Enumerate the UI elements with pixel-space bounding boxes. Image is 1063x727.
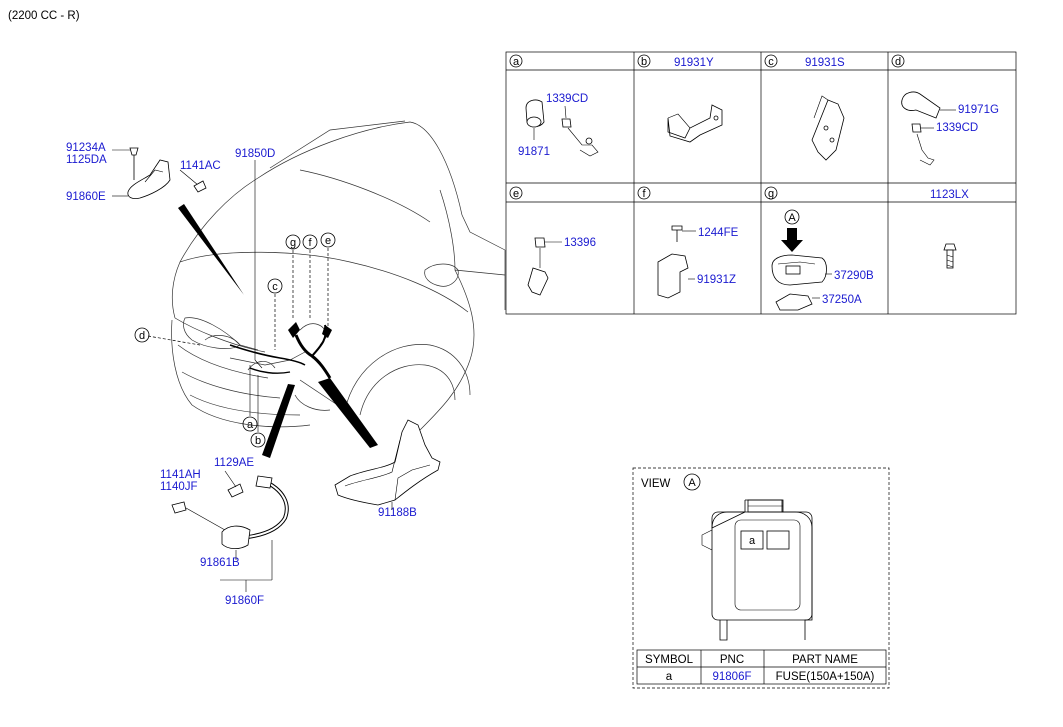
svg-text:91931Y: 91931Y — [674, 57, 714, 69]
svg-text:g: g — [768, 188, 774, 200]
cell-e-header: e — [509, 186, 523, 200]
svg-text:d: d — [895, 56, 901, 68]
label-91861B: 91861B — [200, 557, 240, 569]
fuse-box — [701, 499, 813, 641]
label-g-37290B: 37290B — [834, 270, 874, 282]
svg-text:c: c — [272, 281, 278, 293]
cell-b-header: b 91931Y — [637, 54, 714, 69]
table-header-part-name: PART NAME — [792, 654, 858, 666]
svg-text:g: g — [290, 237, 296, 249]
cell-c-header: c 91931S — [764, 54, 845, 69]
label-91860E: 91860E — [66, 191, 106, 203]
label-91860F: 91860F — [225, 595, 264, 607]
label-1141AH: 1141AH — [160, 469, 201, 481]
svg-text:A: A — [688, 477, 696, 489]
label-d-91971G: 91971G — [958, 104, 999, 116]
callout-f: f — [302, 234, 318, 250]
table-cell-symbol: a — [666, 671, 673, 683]
cell-g-parts — [771, 254, 832, 311]
table-header-symbol: SYMBOL — [645, 654, 694, 666]
label-g-37250A: 37250A — [822, 294, 862, 306]
label-d-1339CD: 1339CD — [936, 122, 978, 134]
undercover-91188B — [334, 419, 441, 510]
label-1129AE: 1129AE — [214, 457, 254, 469]
svg-text:a: a — [247, 419, 254, 431]
cell-f-header: f — [637, 186, 651, 200]
callout-c: c — [267, 278, 283, 294]
cell-b-bracket — [667, 104, 723, 143]
table-header-pnc: PNC — [720, 654, 744, 666]
callout-d: d — [134, 327, 150, 343]
callout-e: e — [320, 232, 336, 248]
svg-text:d: d — [139, 330, 145, 342]
svg-text:a: a — [513, 56, 520, 68]
parts-grid — [505, 51, 1017, 315]
svg-text:f: f — [642, 188, 646, 200]
label-1125DA: 1125DA — [66, 154, 107, 166]
view-marker: A — [683, 473, 701, 491]
label-a-1339CD: 1339CD — [546, 93, 588, 105]
cell-d-header: d — [891, 54, 905, 68]
view-title: VIEW — [641, 478, 671, 490]
callout-a: a — [242, 416, 258, 432]
leader-lines — [147, 160, 329, 432]
svg-text:e: e — [325, 235, 331, 247]
svg-text:f: f — [308, 237, 312, 249]
label-91234A: 91234A — [66, 142, 106, 154]
bracket-91860E — [112, 147, 207, 200]
cell-c-bracket — [811, 95, 845, 161]
cell-d-parts — [901, 91, 956, 166]
callout-b: b — [250, 432, 266, 448]
svg-text:b: b — [255, 435, 261, 447]
svg-text:c: c — [768, 56, 774, 68]
wiring-harness — [178, 204, 378, 458]
cell-a-parts — [525, 99, 599, 157]
cell-g-header: g — [764, 186, 778, 200]
label-f-1244FE: 1244FE — [698, 227, 739, 239]
car-illustration — [171, 120, 506, 431]
svg-text:91931S: 91931S — [805, 57, 845, 69]
svg-text:A: A — [788, 212, 796, 224]
cell-a-header: a — [509, 54, 523, 68]
cell-h-bolt — [943, 243, 957, 269]
label-a-91871: 91871 — [518, 146, 550, 158]
svg-text:b: b — [641, 56, 647, 68]
label-1140JF: 1140JF — [160, 481, 198, 493]
table-cell-part-name: FUSE(150A+150A) — [776, 671, 875, 683]
label-1141AC: 1141AC — [180, 160, 221, 172]
table-cell-pnc: 91806F — [712, 671, 751, 683]
fuse-table — [636, 649, 887, 685]
label-91188B: 91188B — [378, 507, 417, 519]
svg-text:1123LX: 1123LX — [930, 189, 969, 201]
cell-h-header: 1123LX — [930, 189, 969, 201]
svg-text:e: e — [513, 188, 519, 200]
cell-f-parts — [657, 225, 696, 299]
cable-91860F — [171, 470, 289, 592]
view-panel — [632, 467, 890, 689]
fuse-symbol: a — [749, 535, 756, 547]
label-f-91931Z: 91931Z — [697, 274, 736, 286]
cell-e-parts — [527, 237, 562, 296]
cell-g-view-marker: A — [781, 209, 803, 252]
engine-note: (2200 CC - R) — [8, 10, 80, 22]
label-e-13396: 13396 — [564, 237, 596, 249]
label-91850D: 91850D — [235, 148, 275, 160]
callout-g: g — [285, 234, 301, 250]
